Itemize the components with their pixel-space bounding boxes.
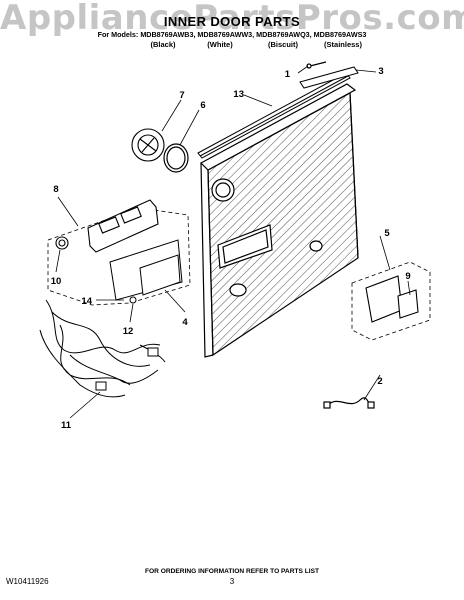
callout-5: 5: [384, 228, 390, 239]
part-13-gasket: [197, 72, 351, 159]
page-title: INNER DOOR PARTS: [163, 14, 301, 29]
callout-13: 13: [233, 89, 244, 100]
part-6-vent-seal: [163, 143, 189, 173]
part-7-vent: [131, 128, 165, 162]
callout-8: 8: [53, 184, 58, 195]
page-number: 3: [229, 577, 235, 586]
variant-list: (Black) (White) (Biscuit) (Stainless): [0, 40, 464, 52]
callout-10: 10: [51, 276, 62, 287]
callout-7: 7: [179, 90, 184, 101]
callout-12: 12: [123, 326, 134, 337]
ordering-note: FOR ORDERING INFORMATION REFER TO PARTS …: [145, 568, 319, 575]
part-8-dispenser: [87, 199, 159, 253]
part-3-top-trim: [299, 66, 359, 89]
callout-9: 9: [405, 271, 410, 282]
leader-lines: [55, 65, 411, 419]
variant-white: (White): [207, 40, 233, 49]
part-12-screw: [129, 296, 137, 304]
part-2-wire: [323, 397, 375, 409]
part-4-panel: [109, 239, 183, 301]
variant-stainless: (Stainless): [324, 40, 362, 49]
callout-4: 4: [182, 317, 188, 328]
callout-labels: 1 2 3 4 5 6 7 8 9 10 11 12 13 14: [51, 66, 411, 431]
inner-door-panel: [200, 83, 359, 358]
part-11-harness: [39, 299, 166, 398]
variant-biscuit: (Biscuit): [268, 40, 298, 49]
watermark: AppliancePartsPros.com: [0, 0, 464, 38]
callout-14: 14: [81, 296, 92, 307]
part-1-screw: [306, 61, 327, 69]
callout-6: 6: [200, 100, 205, 111]
part-10-knob: [55, 236, 69, 250]
model-list: For Models: MDB8769AWB3, MDB8769AWW3, MD…: [97, 30, 367, 39]
callout-11: 11: [61, 420, 72, 431]
variant-black: (Black): [150, 40, 176, 49]
callout-2: 2: [377, 376, 382, 387]
document-code: W10411926: [6, 577, 49, 586]
part-5-bracket: [365, 275, 403, 323]
callout-3: 3: [378, 66, 383, 77]
callout-1: 1: [285, 69, 291, 80]
part-9-bezel: [397, 289, 419, 319]
